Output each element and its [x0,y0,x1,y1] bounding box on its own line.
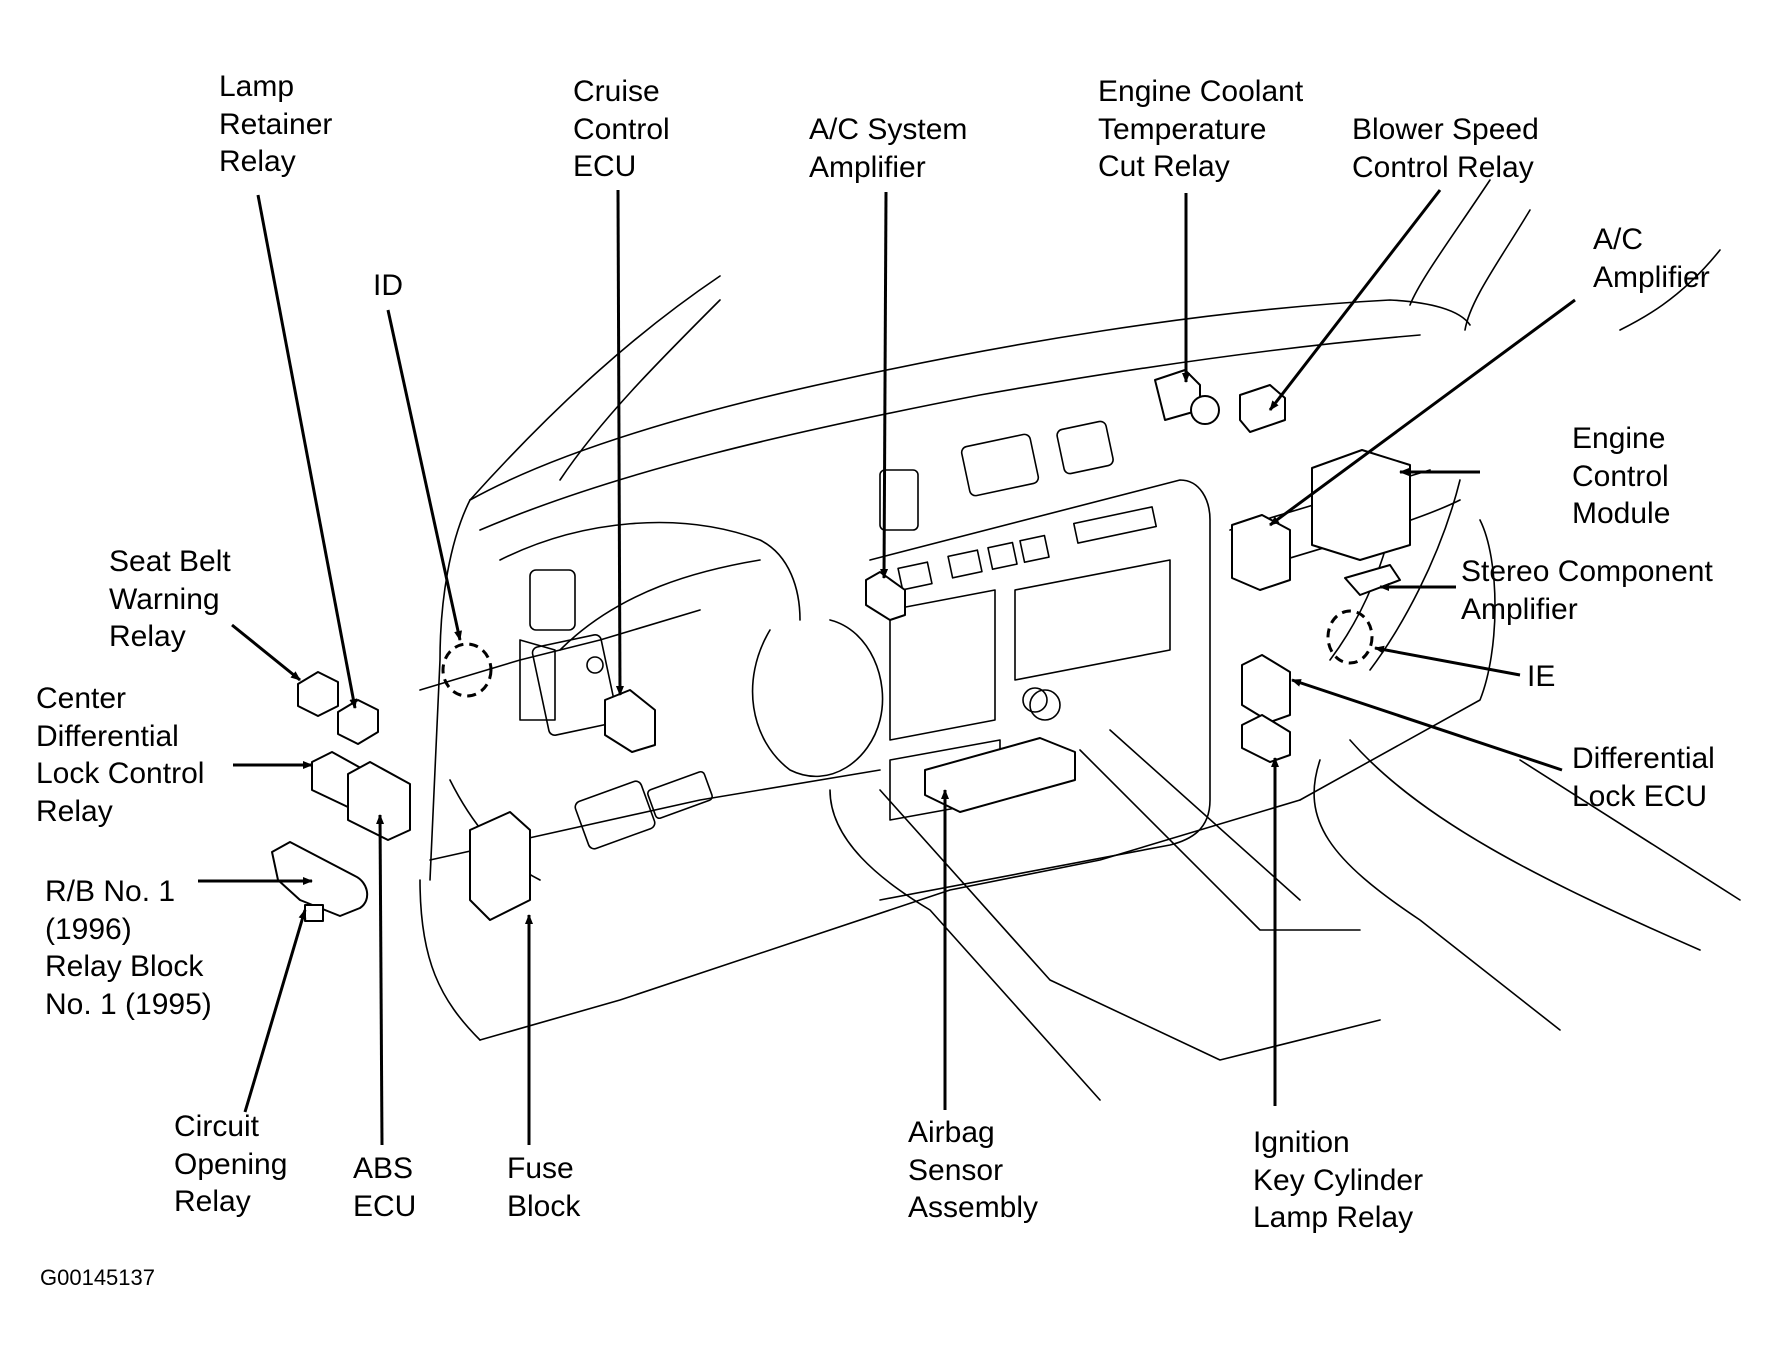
leader-blower-relay [1268,189,1442,411]
blower-relay-part [1239,384,1286,433]
figure-id: G00145137 [40,1265,155,1290]
seat-belt-warning-relay-part [297,671,339,717]
label-ac-amplifier: A/C Amplifier [1593,223,1710,294]
leader-lines [198,189,1576,1146]
label-engine-control-module: Engine Control Module [1572,422,1671,530]
label-id-connector: ID [373,269,403,302]
leader-lamp-retainer-relay [256,194,358,709]
label-circuit-opening-relay: Circuit Opening Relay [174,1110,288,1218]
label-airbag-sensor-assembly: Airbag Sensor Assembly [908,1116,1039,1224]
relay-block-no1-part [271,841,369,917]
label-center-diff-lock-control-relay: Center Differential Lock Control Relay [36,682,205,828]
leader-ac-system-amplifier [880,191,889,579]
label-fuse-block: Fuse Block [507,1152,581,1223]
leader-cruise-control-ecu [615,189,624,696]
circuit-opening-relay-part [304,904,324,922]
label-ignition-key-cylinder-lamp-relay: Ignition Key Cylinder Lamp Relay [1253,1126,1424,1234]
lamp-retainer-relay-part [337,699,379,745]
differential-lock-ecu-part [1241,654,1291,723]
id-connector-circle [441,642,493,698]
fuse-block-part [469,811,531,921]
leader-ac-amplifier [1269,298,1576,527]
ie-connector-circle [1326,609,1374,665]
stereo-amplifier-part [1344,564,1401,596]
label-relay-block-no1: R/B No. 1 (1996) Relay Block No. 1 (1995… [45,875,212,1021]
label-differential-lock-ecu: Differential Lock ECU [1572,742,1715,813]
label-engine-coolant-temp-cut-relay: Engine Coolant Temperature Cut Relay [1098,75,1304,183]
airbag-sensor-part [924,737,1076,813]
ac-amplifier-part [1231,514,1291,591]
leader-differential-lock-ecu [1291,678,1563,772]
leader-ie [1374,645,1521,677]
label-stereo-component-amplifier: Stereo Component Amplifier [1461,555,1713,626]
leader-id [386,309,462,641]
ecm-part [1311,449,1411,561]
label-ac-system-amplifier: A/C System Amplifier [809,113,968,184]
cruise-control-ecu-part [604,689,656,753]
label-ie-connector: IE [1527,660,1556,693]
label-seat-belt-warning-relay: Seat Belt Warning Relay [109,545,231,653]
leader-circuit-opening-relay [243,909,307,1113]
label-lamp-retainer-relay: Lamp Retainer Relay [219,70,333,178]
ac-system-amplifier-part [865,571,906,621]
components [271,369,1411,922]
label-cruise-control-ecu: Cruise Control ECU [573,75,670,183]
leader-seat-belt-relay [231,623,301,682]
abs-ecu-part [347,761,411,841]
ignition-lamp-relay-part [1241,714,1291,763]
label-abs-ecu: ABS ECU [353,1152,417,1223]
leader-abs-ecu [376,814,385,1146]
label-blower-speed-control-relay: Blower Speed Control Relay [1352,113,1539,184]
